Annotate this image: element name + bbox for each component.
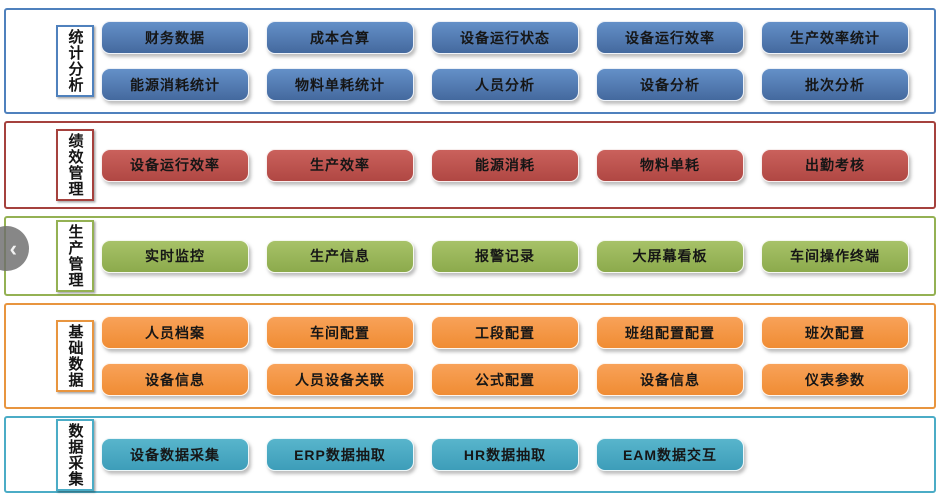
module-button-basic-data-0-2[interactable]: 工段配置 bbox=[431, 316, 579, 349]
module-button-statistical-analysis-1-4[interactable]: 批次分析 bbox=[761, 68, 909, 101]
section-buttons: 财务数据成本合算设备运行状态设备运行效率生产效率统计能源消耗统计物料单耗统计人员… bbox=[6, 10, 934, 112]
section-buttons: 实时监控生产信息报警记录大屏幕看板车间操作终端 bbox=[6, 218, 934, 294]
module-button-production-management-0-4[interactable]: 车间操作终端 bbox=[761, 239, 909, 273]
module-button-production-management-0-3[interactable]: 大屏幕看板 bbox=[596, 239, 744, 273]
button-row: 设备信息人员设备关联公式配置设备信息仪表参数 bbox=[6, 363, 934, 396]
module-button-statistical-analysis-1-1[interactable]: 物料单耗统计 bbox=[266, 68, 414, 101]
module-button-statistical-analysis-1-2[interactable]: 人员分析 bbox=[431, 68, 579, 101]
section-label: 绩效管理 bbox=[66, 133, 84, 197]
section-label-box: 统计分析 bbox=[56, 25, 94, 97]
module-button-statistical-analysis-0-3[interactable]: 设备运行效率 bbox=[596, 21, 744, 54]
module-button-statistical-analysis-1-0[interactable]: 能源消耗统计 bbox=[101, 68, 249, 101]
section-buttons: 人员档案车间配置工段配置班组配置配置班次配置设备信息人员设备关联公式配置设备信息… bbox=[6, 305, 934, 407]
section-buttons: 设备数据采集 ERP数据抽取 HR数据抽取 EAM数据交互 bbox=[6, 418, 934, 491]
button-row: 人员档案车间配置工段配置班组配置配置班次配置 bbox=[6, 316, 934, 349]
section-buttons: 设备运行效率生产效率能源消耗物料单耗出勤考核 bbox=[6, 123, 934, 207]
section-label: 统计分析 bbox=[66, 29, 84, 93]
module-button-performance-management-0-2[interactable]: 能源消耗 bbox=[431, 148, 579, 182]
section-label-box: 绩效管理 bbox=[56, 129, 94, 201]
module-button-basic-data-1-0[interactable]: 设备信息 bbox=[101, 363, 249, 396]
module-button-performance-management-0-0[interactable]: 设备运行效率 bbox=[101, 148, 249, 182]
module-button-production-management-0-2[interactable]: 报警记录 bbox=[431, 239, 579, 273]
module-button-data-collection-0-0[interactable]: 设备数据采集 bbox=[101, 438, 249, 471]
button-row: 设备数据采集 ERP数据抽取 HR数据抽取 EAM数据交互 bbox=[6, 438, 934, 471]
module-button-statistical-analysis-0-2[interactable]: 设备运行状态 bbox=[431, 21, 579, 54]
button-row: 财务数据成本合算设备运行状态设备运行效率生产效率统计 bbox=[6, 21, 934, 54]
section-label: 数据采集 bbox=[66, 422, 84, 487]
module-button-basic-data-1-4[interactable]: 仪表参数 bbox=[761, 363, 909, 396]
module-button-basic-data-1-1[interactable]: 人员设备关联 bbox=[266, 363, 414, 396]
section-label: 生产管理 bbox=[66, 224, 84, 288]
section-label-box: 生产管理 bbox=[56, 220, 94, 292]
module-button-production-management-0-1[interactable]: 生产信息 bbox=[266, 239, 414, 273]
module-button-statistical-analysis-1-3[interactable]: 设备分析 bbox=[596, 68, 744, 101]
button-row: 实时监控生产信息报警记录大屏幕看板车间操作终端 bbox=[6, 239, 934, 273]
module-button-basic-data-1-2[interactable]: 公式配置 bbox=[431, 363, 579, 396]
module-button-basic-data-0-1[interactable]: 车间配置 bbox=[266, 316, 414, 349]
module-button-data-collection-0-1[interactable]: ERP数据抽取 bbox=[266, 438, 414, 471]
chevron-left-icon: ‹ bbox=[9, 235, 17, 261]
module-button-basic-data-0-0[interactable]: 人员档案 bbox=[101, 316, 249, 349]
section-performance-management: 绩效管理 设备运行效率生产效率能源消耗物料单耗出勤考核 bbox=[4, 121, 936, 209]
module-button-performance-management-0-4[interactable]: 出勤考核 bbox=[761, 148, 909, 182]
section-basic-data: 基础数据 人员档案车间配置工段配置班组配置配置班次配置设备信息人员设备关联公式配… bbox=[4, 303, 936, 409]
module-button-basic-data-1-3[interactable]: 设备信息 bbox=[596, 363, 744, 396]
module-button-performance-management-0-1[interactable]: 生产效率 bbox=[266, 148, 414, 182]
module-button-basic-data-0-3[interactable]: 班组配置配置 bbox=[596, 316, 744, 349]
section-production-management: 生产管理 实时监控生产信息报警记录大屏幕看板车间操作终端 bbox=[4, 216, 936, 296]
module-button-statistical-analysis-0-0[interactable]: 财务数据 bbox=[101, 21, 249, 54]
module-button-statistical-analysis-0-1[interactable]: 成本合算 bbox=[266, 21, 414, 54]
section-label: 基础数据 bbox=[66, 324, 84, 388]
section-label-box: 基础数据 bbox=[56, 320, 94, 392]
module-button-basic-data-0-4[interactable]: 班次配置 bbox=[761, 316, 909, 349]
module-button-performance-management-0-3[interactable]: 物料单耗 bbox=[596, 148, 744, 182]
section-statistical-analysis: 统计分析 财务数据成本合算设备运行状态设备运行效率生产效率统计能源消耗统计物料单… bbox=[4, 8, 936, 114]
module-button-production-management-0-0[interactable]: 实时监控 bbox=[101, 239, 249, 273]
module-button-data-collection-0-3[interactable]: EAM数据交互 bbox=[596, 438, 744, 471]
section-data-collection: 数据采集 设备数据采集 ERP数据抽取 HR数据抽取 EAM数据交互 bbox=[4, 416, 936, 493]
section-label-box: 数据采集 bbox=[56, 418, 94, 491]
button-row: 设备运行效率生产效率能源消耗物料单耗出勤考核 bbox=[6, 148, 934, 182]
module-button-data-collection-0-2[interactable]: HR数据抽取 bbox=[431, 438, 579, 471]
module-button-statistical-analysis-0-4[interactable]: 生产效率统计 bbox=[761, 21, 909, 54]
button-row: 能源消耗统计物料单耗统计人员分析设备分析批次分析 bbox=[6, 68, 934, 101]
